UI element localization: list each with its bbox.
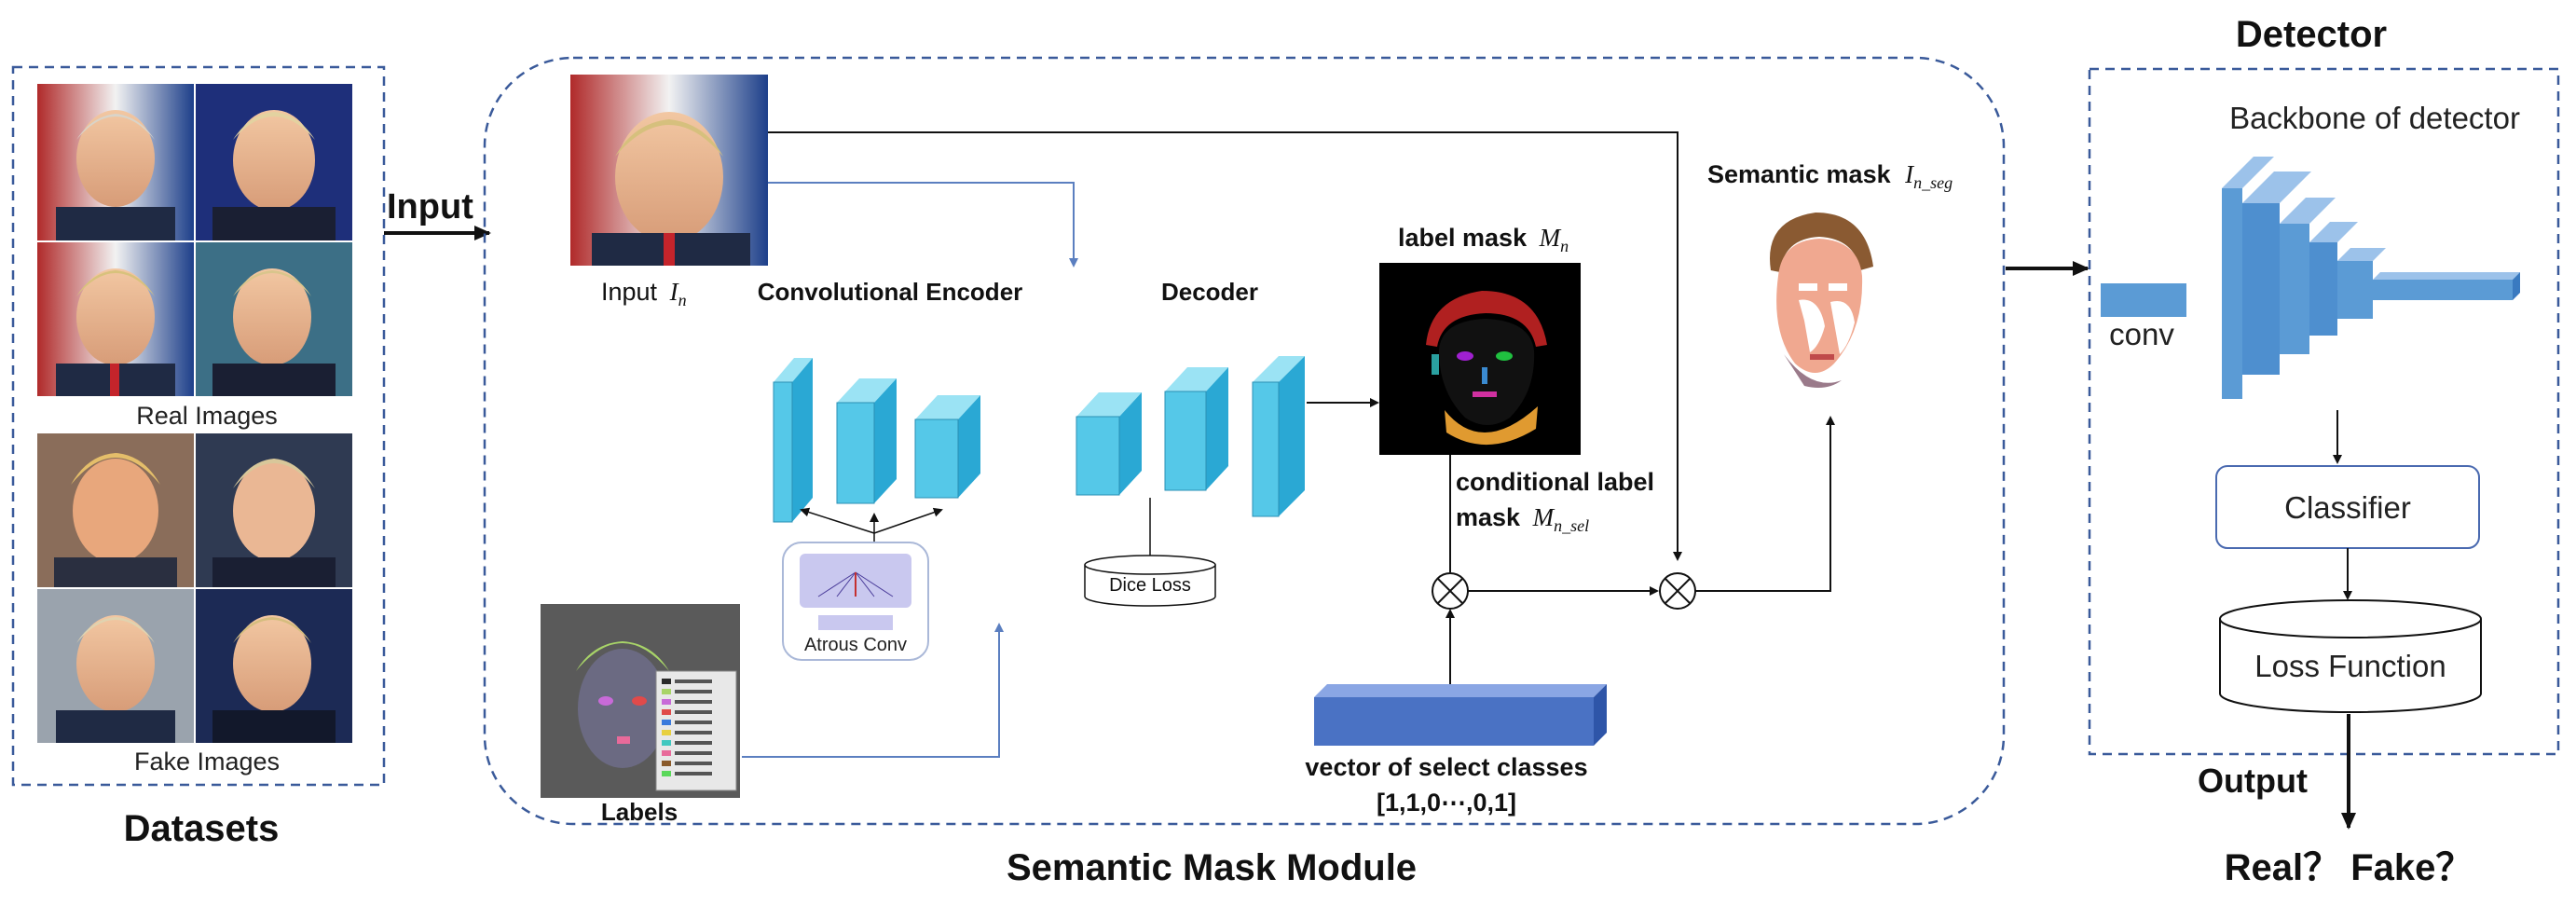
output-label: Output [2198, 762, 2308, 800]
fake-image-4 [196, 589, 352, 743]
multiply-node-2 [1659, 572, 1696, 610]
backbone-blocks [2222, 157, 2520, 399]
classifier-label: Classifier [2284, 490, 2411, 525]
input-image [570, 75, 768, 266]
semantic-mask-module-panel [483, 56, 2006, 826]
dice-loss-cylinder [1084, 555, 1216, 607]
label-mask-label: label mask Mn [1398, 224, 1569, 255]
semantic-mask-image [1770, 213, 1873, 388]
backbone-block-5 [2337, 248, 2386, 319]
vector-bar [1314, 684, 1607, 746]
backbone-block-3 [2280, 198, 2336, 354]
atrous-conv-box [782, 542, 929, 661]
backbone-block-1 [2222, 157, 2274, 399]
real-images-grid [37, 84, 352, 396]
real-image-2 [196, 84, 352, 240]
encoder-block-2 [836, 378, 897, 504]
result-label: Real？ Fake？ [2225, 847, 2473, 888]
conditional-label-mask-line2: mask Mn_sel [1456, 503, 1589, 535]
loss-function-cylinder [2219, 599, 2482, 713]
input-label: Input In [601, 278, 687, 309]
input-to-encoder-connector [768, 182, 1078, 268]
multiply-to-semantic-arrow [1695, 416, 1835, 592]
backbone-block-2 [2242, 172, 2311, 375]
real-image-3 [37, 242, 194, 396]
semantic-mask-module-title: Semantic Mask Module [1007, 847, 1417, 888]
decoder-block-3 [1252, 356, 1305, 517]
fake-image-2 [196, 433, 352, 587]
encoder-label: Convolutional Encoder [758, 278, 1023, 306]
loss-function-label: Loss Function [2254, 649, 2446, 683]
fake-image-3 [37, 589, 194, 743]
labels-to-model-connector [742, 623, 1004, 758]
decoder-block-2 [1164, 367, 1228, 491]
labels-legend-swatches [662, 679, 712, 776]
datasets-title: Datasets [124, 808, 280, 849]
label-mask-image [1379, 263, 1581, 455]
labels-caption: Labels [601, 798, 678, 826]
conv-block [2101, 283, 2186, 317]
backbone-block-4 [2309, 222, 2358, 336]
atrous-conv-label: Atrous Conv [804, 635, 907, 655]
decoder-block-1 [1076, 392, 1142, 496]
vector-label: vector of select classes [1305, 753, 1587, 781]
detector-panel [2088, 67, 2560, 756]
encoder-block-1 [773, 358, 813, 523]
vector-value: [1,1,0⋯,0,1] [1377, 789, 1516, 817]
encoder-blocks [773, 358, 980, 523]
input-to-mask-connector [768, 131, 1682, 561]
semantic-mask-label: Semantic mask In_seg [1707, 160, 1953, 192]
multiply-node-1 [1432, 572, 1469, 610]
fake-image-1 [37, 433, 194, 587]
decoder-label: Decoder [1161, 278, 1258, 306]
labels-image [541, 604, 740, 798]
detector-title: Detector [2236, 14, 2387, 55]
real-image-4 [196, 242, 352, 396]
input-arrow-label: Input [387, 187, 473, 226]
decoder-blocks [1076, 356, 1305, 517]
real-image-1 [37, 84, 194, 240]
conditional-label-mask-line1: conditional label [1456, 468, 1654, 496]
conv-label: conv [2109, 317, 2174, 351]
dice-loss-label: Dice Loss [1109, 575, 1191, 596]
fake-images-grid [37, 433, 352, 743]
encoder-block-3 [914, 395, 980, 499]
real-images-caption: Real Images [136, 402, 278, 430]
backbone-block-6 [2373, 272, 2520, 300]
encoder-to-atrous-lines [800, 507, 943, 542]
datasets-panel [11, 65, 386, 787]
backbone-label: Backbone of detector [2229, 101, 2520, 135]
fake-images-caption: Fake Images [134, 748, 280, 776]
